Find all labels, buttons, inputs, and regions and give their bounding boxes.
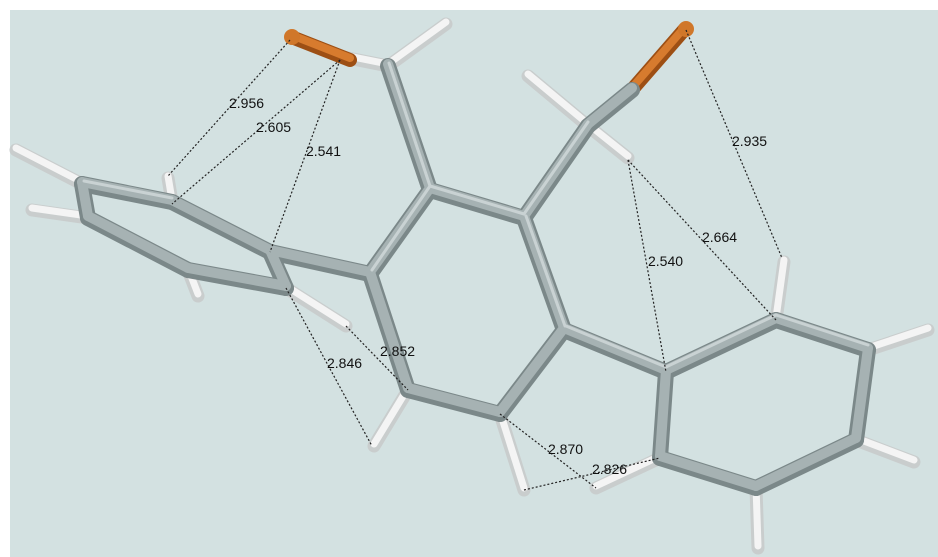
distance-line-d7: [345, 325, 409, 391]
distance-line-d5: [627, 159, 777, 321]
distance-label-d1: 2.956: [229, 95, 264, 111]
distance-label-d6: 2.540: [648, 253, 683, 269]
distance-label-d10: 2.826: [592, 461, 627, 477]
bromine-bonds: [284, 21, 694, 99]
distance-labels: 2.956 2.605 2.541 2.935 2.664 2.540 2.85…: [229, 95, 767, 477]
distance-line-d8: [285, 287, 373, 447]
hydrogen-bonds: [9, 17, 935, 555]
distance-label-d4: 2.935: [732, 133, 767, 149]
carbon-bonds: [74, 58, 876, 496]
distance-line-d2: [171, 59, 341, 205]
bromine-atom-right: [678, 21, 694, 37]
distance-line-d9: [499, 413, 597, 489]
distance-label-d5: 2.664: [702, 229, 737, 245]
distance-label-d2: 2.605: [256, 119, 291, 135]
distance-label-d9: 2.870: [548, 441, 583, 457]
distance-label-d3: 2.541: [306, 143, 341, 159]
distance-line-d4: [685, 29, 783, 259]
distance-lines: [167, 29, 783, 491]
distance-label-d8: 2.846: [327, 355, 362, 371]
distance-line-d1: [167, 39, 291, 177]
distance-line-d10: [523, 457, 661, 491]
bromine-atom-left: [284, 29, 300, 45]
distance-label-d7: 2.852: [380, 343, 415, 359]
